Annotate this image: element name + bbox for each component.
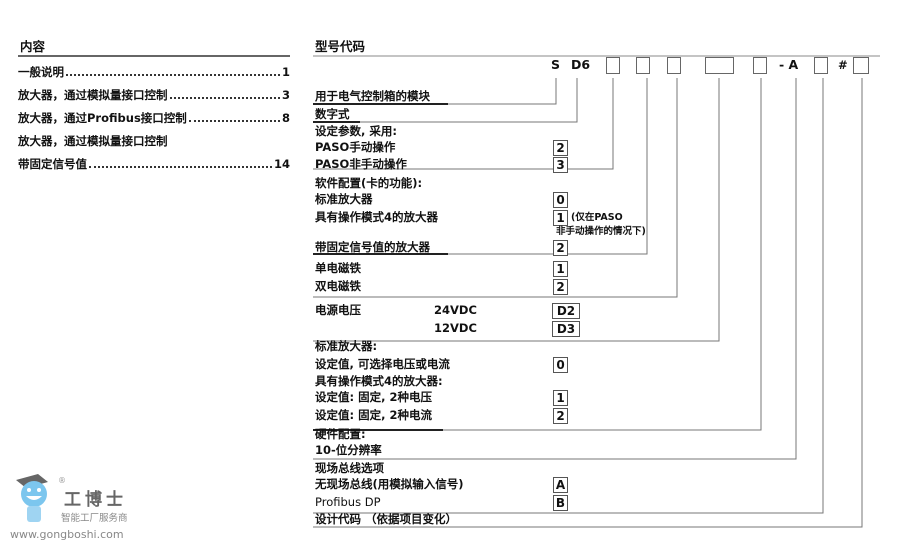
code-hash: # xyxy=(838,58,848,72)
toc-page-number: 3 xyxy=(281,88,290,102)
code-slot-box xyxy=(606,57,620,74)
toc-page-number: 8 xyxy=(281,111,290,125)
code-slot-box xyxy=(667,57,681,74)
row-label: 带固定信号值的放大器 xyxy=(315,240,430,254)
option-code: 2 xyxy=(553,240,568,256)
registered-mark: ® xyxy=(58,476,66,485)
voltage-value: 12VDC xyxy=(434,321,477,335)
option-code: 1 xyxy=(553,210,568,226)
row-label: Profibus DP xyxy=(315,495,381,509)
row-label: 数字式 xyxy=(315,107,350,121)
row-label: 硬件配置: xyxy=(315,427,366,441)
row-label: 单电磁铁 xyxy=(315,261,361,275)
toc-entry[interactable]: 放大器，通过Profibus接口控制 8 xyxy=(18,111,290,125)
option-code: B xyxy=(553,495,568,511)
row-label: PASO手动操作 xyxy=(315,140,396,154)
code-dash-a: - A xyxy=(779,57,799,72)
code-slot-box xyxy=(705,57,734,74)
option-note: 非手动操作的情况下) xyxy=(556,226,646,237)
row-label: 标准放大器 xyxy=(315,192,373,206)
option-code: 2 xyxy=(553,279,568,295)
option-code: 3 xyxy=(553,157,568,173)
row-label: 具有操作模式4的放大器 xyxy=(315,210,439,224)
toc-entry-label: 放大器，通过Profibus接口控制 xyxy=(18,111,187,125)
dot-leader xyxy=(169,97,280,99)
option-code: A xyxy=(553,477,568,493)
toc-entry[interactable]: 带固定信号值 14 xyxy=(18,157,290,171)
option-code: 0 xyxy=(553,357,568,373)
row-label: 设定值: 固定, 2种电压 xyxy=(315,390,432,404)
dot-leader xyxy=(66,74,280,76)
option-code: 1 xyxy=(553,390,568,406)
toc-title: 内容 xyxy=(20,39,46,54)
row-label: 设定值, 可选择电压或电流 xyxy=(315,357,450,371)
dot-leader xyxy=(89,166,272,168)
row-label: 电源电压 xyxy=(315,303,361,317)
code-slot-box xyxy=(814,57,828,74)
option-code: D3 xyxy=(552,321,580,337)
code-d6: D6 xyxy=(571,57,591,72)
toc-entry-label: 一般说明 xyxy=(18,65,64,79)
toc-page-number: 14 xyxy=(273,157,290,171)
row-label: 具有操作模式4的放大器: xyxy=(315,374,443,388)
watermark-logo: ® 工博士 智能工厂服务商 www.gongboshi.com xyxy=(8,470,148,545)
logo-tagline: 智能工厂服务商 xyxy=(61,513,128,524)
code-slot-box xyxy=(636,57,650,74)
toc-entry[interactable]: 一般说明 1 xyxy=(18,65,290,79)
code-s: S xyxy=(551,57,561,72)
row-label: 设定值: 固定, 2种电流 xyxy=(315,408,432,422)
row-label: 用于电气控制箱的模块 xyxy=(315,89,430,103)
row-label: PASO非手动操作 xyxy=(315,157,407,171)
option-code: 1 xyxy=(553,261,568,277)
toc-entry[interactable]: 放大器，通过模拟量接口控制 3 xyxy=(18,88,290,102)
logo-name: 工博士 xyxy=(64,490,127,510)
row-label: 设计代码 （依据项目变化） xyxy=(315,512,458,526)
toc-page-number: 1 xyxy=(281,65,290,79)
row-label: 设定参数, 采用: xyxy=(315,124,397,138)
row-label: 现场总线选项 xyxy=(315,461,384,475)
mascot-icon xyxy=(16,474,48,522)
logo-url: www.gongboshi.com xyxy=(10,528,124,541)
option-code: 0 xyxy=(553,192,568,208)
row-label: 10-位分辨率 xyxy=(315,443,382,457)
toc-entry-label: 放大器，通过模拟量接口控制 xyxy=(18,134,168,148)
code-slot-box xyxy=(753,57,767,74)
row-label: 双电磁铁 xyxy=(315,279,361,293)
toc-entry[interactable]: 放大器，通过模拟量接口控制 xyxy=(18,134,290,148)
option-note: (仅在PASO xyxy=(571,212,623,223)
code-slot-box xyxy=(853,57,869,74)
option-code: D2 xyxy=(552,303,580,319)
row-label: 软件配置(卡的功能): xyxy=(315,176,423,190)
row-label: 无现场总线(用模拟输入信号) xyxy=(315,477,464,491)
row-label: 标准放大器: xyxy=(315,339,378,353)
toc-entry-label: 带固定信号值 xyxy=(18,157,87,171)
voltage-value: 24VDC xyxy=(434,303,477,317)
toc-entry-label: 放大器，通过模拟量接口控制 xyxy=(18,88,168,102)
option-code: 2 xyxy=(553,140,568,156)
type-code-title: 型号代码 xyxy=(315,39,366,54)
option-code: 2 xyxy=(553,408,568,424)
dot-leader xyxy=(188,120,280,122)
